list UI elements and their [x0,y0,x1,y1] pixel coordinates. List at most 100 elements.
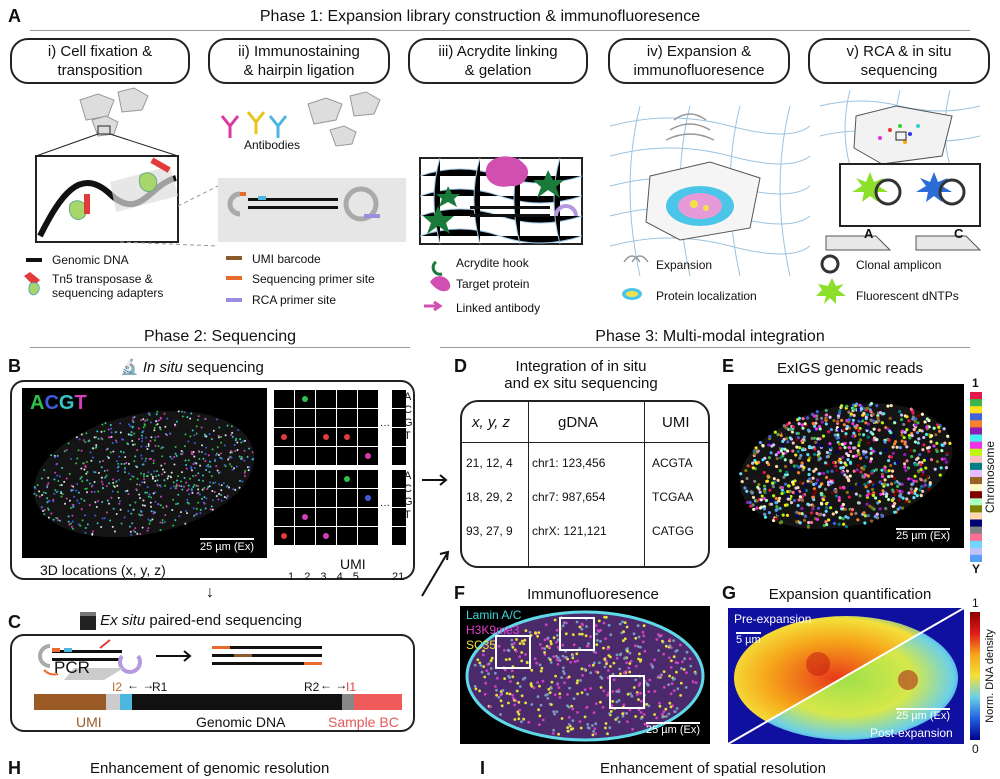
read-dot [120,522,123,525]
umi-cell-last [392,390,406,408]
if-dot [494,685,497,688]
read-dot [880,514,884,518]
read-dot [774,496,778,501]
read-dot [159,504,162,507]
read-dot [190,469,193,472]
umi-cell [295,527,315,545]
if-dot [553,618,557,622]
if-dot [538,663,542,667]
umi-cell [337,447,357,465]
read-dot [170,471,173,474]
read-dot [871,432,875,436]
if-dot [565,621,568,625]
read-dot [846,458,850,462]
if-dot [537,708,540,712]
read-dot [795,464,799,468]
read-dot [221,457,224,460]
read-dot [840,418,844,423]
read-dot [861,449,866,454]
c-genomic: Genomic DNA [196,714,286,730]
umi-grid: ······ [274,390,406,545]
if-dot [511,675,515,679]
read-dot [749,464,753,468]
read-dot [142,418,145,421]
if-dot [580,691,584,695]
read-dot [866,441,870,445]
umi-cell [316,390,336,408]
if-dot [632,632,636,636]
read-dot [887,474,891,479]
if-dot [626,720,629,723]
g-bottom: 0 [972,742,979,756]
read-dot [65,477,68,480]
if-dot [535,661,539,665]
read-dot [240,441,243,444]
read-dot [220,441,223,444]
if-dot [567,675,571,679]
read-dot [193,455,196,458]
read-dot [900,433,904,437]
read-dot [862,452,866,456]
if-dot [587,726,591,730]
read-dot [171,509,174,512]
read-dot [175,483,178,486]
read-dot [191,453,194,456]
read-dot [152,512,155,515]
if-dot [556,638,560,642]
read-dot [880,474,885,479]
read-dot [101,483,104,486]
read-dot [749,490,753,494]
read-dot [200,426,203,429]
read-dot [843,445,847,450]
read-dot [118,502,121,505]
if-dot [524,653,527,656]
read-dot [233,444,236,447]
if-dot [495,688,498,692]
read-dot [869,451,873,455]
read-dot [889,431,893,435]
read-dot [873,514,877,519]
read-dot [774,508,778,512]
table-cell: chr7: 987,654 [532,490,606,504]
read-dot [802,465,806,470]
read-dot [101,423,104,426]
read-dot [762,507,767,511]
read-dot [816,437,820,441]
read-dot [77,449,80,452]
legend-acrydite: Acrydite hook [456,256,529,270]
read-dot [903,465,907,469]
if-dot [536,634,539,638]
if-dot [634,678,638,682]
if-dot [523,638,527,642]
read-dot [101,501,104,504]
read-dot [922,458,926,462]
read-dot [896,507,900,511]
read-dot [248,466,251,469]
read-dot [800,439,804,443]
if-dot [664,707,668,711]
table-cell: ACGTA [652,456,693,470]
umi-cell [358,428,378,446]
read-dot [181,452,184,455]
read-dot [150,505,153,508]
read-dot [123,468,126,471]
read-dot [805,416,810,420]
read-dot [174,423,177,426]
if-dot [622,639,625,643]
read-dot [199,493,202,496]
read-dot [918,488,922,492]
if-dot [623,656,627,660]
read-dot [225,496,228,499]
if-dot [583,668,587,671]
read-dot [800,423,804,427]
read-dot [201,497,204,500]
read-dot [110,427,113,430]
read-dot [151,518,154,521]
read-dot [147,527,150,530]
read-dot [139,532,142,535]
read-dot [147,518,150,521]
read-dot [190,488,193,491]
read-dot [935,423,940,427]
if-dot [621,620,625,624]
read-dot [849,512,854,516]
